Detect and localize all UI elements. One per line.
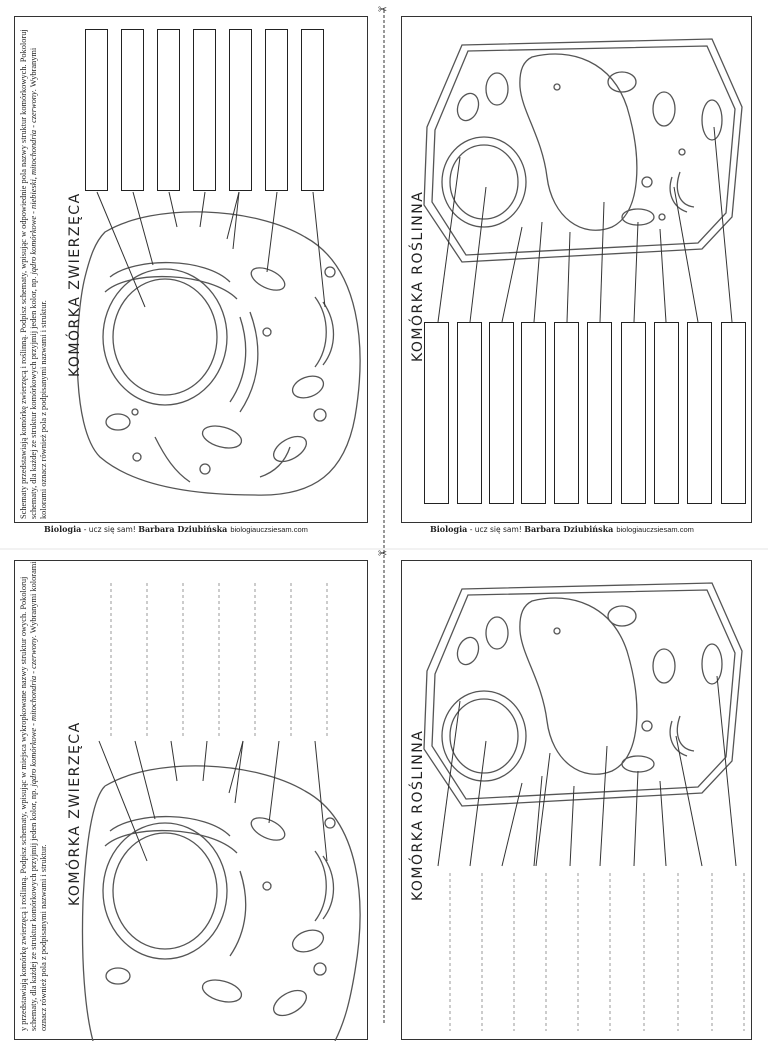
label-box[interactable] [121, 29, 144, 191]
instructions-text: y przedstawiają komórkę zwierzęcą i rośl… [19, 561, 48, 1031]
label-box[interactable] [654, 322, 679, 504]
animal-cell-panel-boxes: KOMÓRKA ZWIERZĘCA Schematy przedstawiają… [14, 16, 368, 523]
label-box[interactable] [621, 322, 646, 504]
label-box[interactable] [157, 29, 180, 191]
label-box[interactable] [721, 322, 746, 504]
animal-cell-panel-lines: KOMÓRKA ZWIERZĘCA y przedstawiają komórk… [14, 560, 368, 1041]
label-box[interactable] [687, 322, 712, 504]
label-box[interactable] [229, 29, 252, 191]
footer: Biologia - ucz się sam! Barbara Dziubińs… [44, 524, 308, 534]
label-box[interactable] [301, 29, 324, 191]
label-box[interactable] [554, 322, 579, 504]
animal-cell-diagram [76, 191, 361, 496]
animal-cell-diagram [81, 583, 361, 1041]
instructions-text: Schematy przedstawiają komórkę zwierzęcą… [19, 29, 48, 519]
plant-cell-panel-boxes: KOMÓRKA ROŚLINNA [401, 16, 752, 523]
label-box[interactable] [193, 29, 216, 191]
label-box[interactable] [457, 322, 482, 504]
panel-title: KOMÓRKA ROŚLINNA [410, 190, 426, 362]
plant-cell-diagram [423, 582, 745, 1031]
label-box[interactable] [521, 322, 546, 504]
plant-cell-panel-lines: KOMÓRKA ROŚLINNA [401, 560, 752, 1040]
scissors-icon: ✂ [378, 547, 388, 560]
plant-cell-diagram [423, 38, 743, 323]
label-box[interactable] [489, 322, 514, 504]
panel-title: KOMÓRKA ROŚLINNA [410, 729, 426, 901]
label-box[interactable] [424, 322, 449, 504]
panel-title: KOMÓRKA ZWIERZĘCA [67, 721, 83, 906]
label-box[interactable] [587, 322, 612, 504]
label-box[interactable] [85, 29, 108, 191]
label-box[interactable] [265, 29, 288, 191]
panel-title: KOMÓRKA ZWIERZĘCA [67, 192, 83, 377]
footer: Biologia - ucz się sam! Barbara Dziubińs… [430, 524, 694, 534]
scissors-icon: ✂ [378, 3, 388, 16]
